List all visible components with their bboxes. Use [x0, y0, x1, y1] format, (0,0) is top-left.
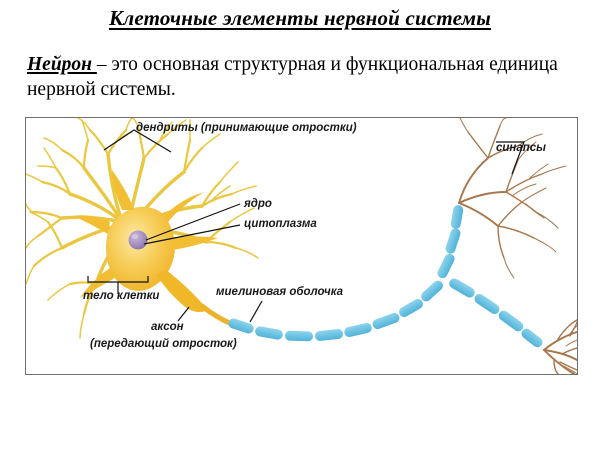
synaptic-terminals-upper	[458, 118, 567, 279]
leader-lines-group	[87, 129, 525, 323]
synaptic-terminals-lower	[543, 319, 577, 374]
leader-axon	[177, 306, 190, 322]
leader-soma-bracket	[87, 276, 149, 294]
page-title-text: Клеточные элементы нервной системы	[108, 6, 492, 30]
label-soma: тело клетки	[83, 290, 160, 302]
definition-paragraph: Нейрон – это основная структурная и функ…	[27, 52, 579, 102]
nucleus-shape	[128, 230, 148, 250]
neuron-diagram: дендриты (принимающие отростки) ядро цит…	[25, 117, 578, 375]
label-synapses: синапсы	[496, 142, 547, 154]
label-axon: аксон	[151, 321, 184, 333]
leader-synapses	[496, 141, 525, 175]
definition-term: Нейрон	[27, 54, 97, 75]
leader-myelin	[249, 300, 263, 323]
leader-nucleus	[145, 203, 241, 241]
neuron-illustration	[26, 118, 577, 374]
leader-cytoplasm	[143, 224, 241, 245]
label-nucleus: ядро	[244, 198, 272, 210]
definition-body: – это основная структурная и функциональ…	[27, 54, 558, 100]
myelin-sheath-group	[228, 205, 543, 348]
axon-initial-segment	[199, 303, 235, 327]
leader-dendrites	[103, 129, 172, 153]
label-axon-sublabel: (передающий отросток)	[90, 338, 237, 350]
label-dendrites: дендриты (принимающие отростки)	[136, 122, 357, 134]
label-cytoplasm: цитоплазма	[244, 218, 317, 230]
page-title: Клеточные элементы нервной системы	[0, 6, 600, 31]
label-myelin-sheath: миелиновая оболочка	[216, 286, 344, 298]
